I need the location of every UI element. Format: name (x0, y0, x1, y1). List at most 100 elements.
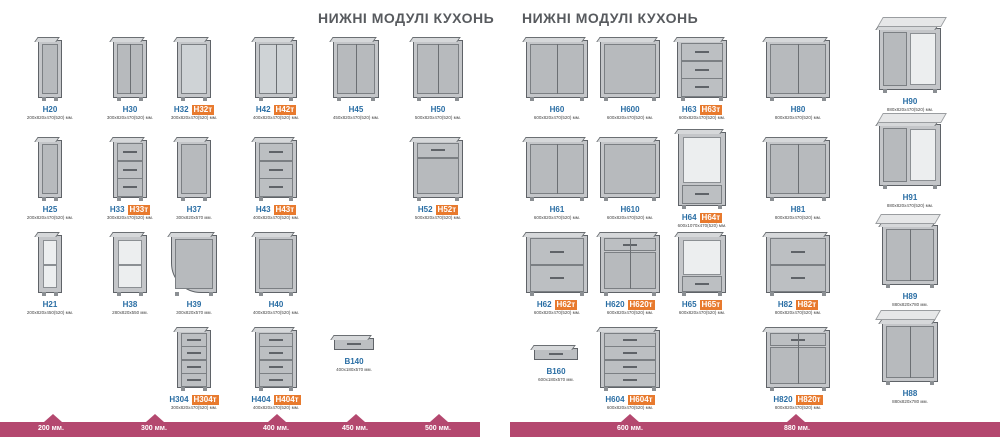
door-split (130, 44, 131, 94)
cabinet-leg (718, 292, 722, 296)
open-shelf (910, 33, 936, 85)
model-dimensions: 600х820х470(520) мм. (678, 310, 726, 315)
model-name: H30 (123, 105, 138, 115)
model-dimensions: 280х820х550 мм. (112, 310, 148, 315)
cabinet-drawer (681, 60, 723, 79)
cabinet-drawing (600, 330, 660, 391)
cabinet-drawing (766, 235, 830, 296)
cabinet-leg (181, 197, 185, 201)
model-dimensions: 500х820х470(520) мм. (414, 115, 462, 120)
cabinet-leg (417, 197, 421, 201)
cabinet-drawing (38, 40, 62, 101)
model-code: B140 (344, 357, 364, 366)
cabinet-drawer (259, 346, 293, 361)
cabinet-drawer (770, 265, 826, 292)
model-dimensions: 600х820х470(520) мм. (533, 310, 581, 315)
drawer-handle (623, 365, 637, 368)
cabinet-leg (682, 292, 686, 296)
cabinet-leg (652, 97, 656, 101)
cabinet-leg (417, 97, 421, 101)
drawer-handle (550, 250, 564, 253)
cabinet-leg (54, 292, 58, 296)
cabinet-leg (770, 97, 774, 101)
model-name: H50 (431, 105, 446, 115)
door-split (910, 229, 911, 281)
width-label-880: 880 мм. (784, 425, 810, 432)
variant-badge: H82т (795, 300, 819, 310)
variant-badge: H620т (627, 300, 655, 310)
model-code: H80 (790, 105, 806, 114)
cabinet-drawing (413, 40, 463, 101)
cabinet-door (883, 128, 907, 182)
model-name: B140 (344, 357, 363, 367)
cabinet-door (417, 157, 459, 194)
model-code: H42 (255, 105, 271, 114)
cabinet-leg (719, 97, 723, 101)
cabinet-leg (770, 387, 774, 391)
cabinet-drawer (604, 359, 656, 374)
model-code: H63 (681, 105, 697, 114)
cabinet-drawer (181, 332, 207, 347)
model-code: H81 (790, 205, 806, 214)
cabinet-drawing (171, 235, 217, 296)
width-marker (146, 414, 164, 422)
model-dimensions: 600х180х570 мм. (538, 377, 574, 382)
cabinet-drawer (681, 77, 723, 97)
cabinet-drawer (682, 184, 722, 205)
drawer-handle (187, 352, 201, 355)
model-code: H52 (417, 205, 433, 214)
model-code: H21 (42, 300, 58, 309)
cabinet-leg (933, 185, 937, 189)
cabinet-leg (930, 381, 934, 385)
model-code: H50 (430, 105, 446, 114)
model-dimensions: 600х820х470(520) мм. (533, 115, 581, 120)
model-name: H40 (269, 300, 284, 310)
model-code: H404 (251, 395, 271, 404)
cabinet-leg (455, 197, 459, 201)
door-split (356, 44, 357, 94)
model-name: H25 (43, 205, 58, 215)
model-code: H33 (109, 205, 125, 214)
model-name: H39 (187, 300, 202, 310)
model-code: H20 (42, 105, 58, 114)
model-dimensions: 400х180х570 мм. (336, 367, 372, 372)
model-dimensions: 400х820х470(520) мм. (252, 310, 300, 315)
cabinet-door (42, 144, 58, 194)
model-dimensions: 880х820х780 мм. (892, 399, 928, 404)
cabinet-leg (822, 97, 826, 101)
model-code: H61 (549, 205, 565, 214)
width-label-600: 600 мм. (617, 425, 643, 432)
cabinet-leg (117, 97, 121, 101)
model-code: H91 (902, 193, 918, 202)
cabinet-door (175, 239, 213, 289)
cabinet-leg (203, 197, 207, 201)
model-code: H65 (681, 300, 697, 309)
model-dimensions: 800х820х470(520) мм. (774, 215, 822, 220)
model-code: H37 (186, 205, 202, 214)
cabinet-leg (652, 292, 656, 296)
variant-badge: H63т (699, 105, 723, 115)
model-dimensions: 800х820х470(520) мм. (774, 405, 822, 410)
door-split (630, 239, 631, 289)
model-dimensions: 450х820х470(520) мм. (332, 115, 380, 120)
cabinet-leg (139, 292, 143, 296)
model-dimensions: 500х820х470(520) мм. (414, 215, 462, 220)
drawer-handle (269, 151, 283, 154)
model-code: H90 (902, 97, 918, 106)
cabinet-leg (530, 197, 534, 201)
cabinet-leg (530, 292, 534, 296)
cabinet-door (181, 44, 207, 94)
model-code: H43 (255, 205, 271, 214)
cabinet-leg (604, 97, 608, 101)
